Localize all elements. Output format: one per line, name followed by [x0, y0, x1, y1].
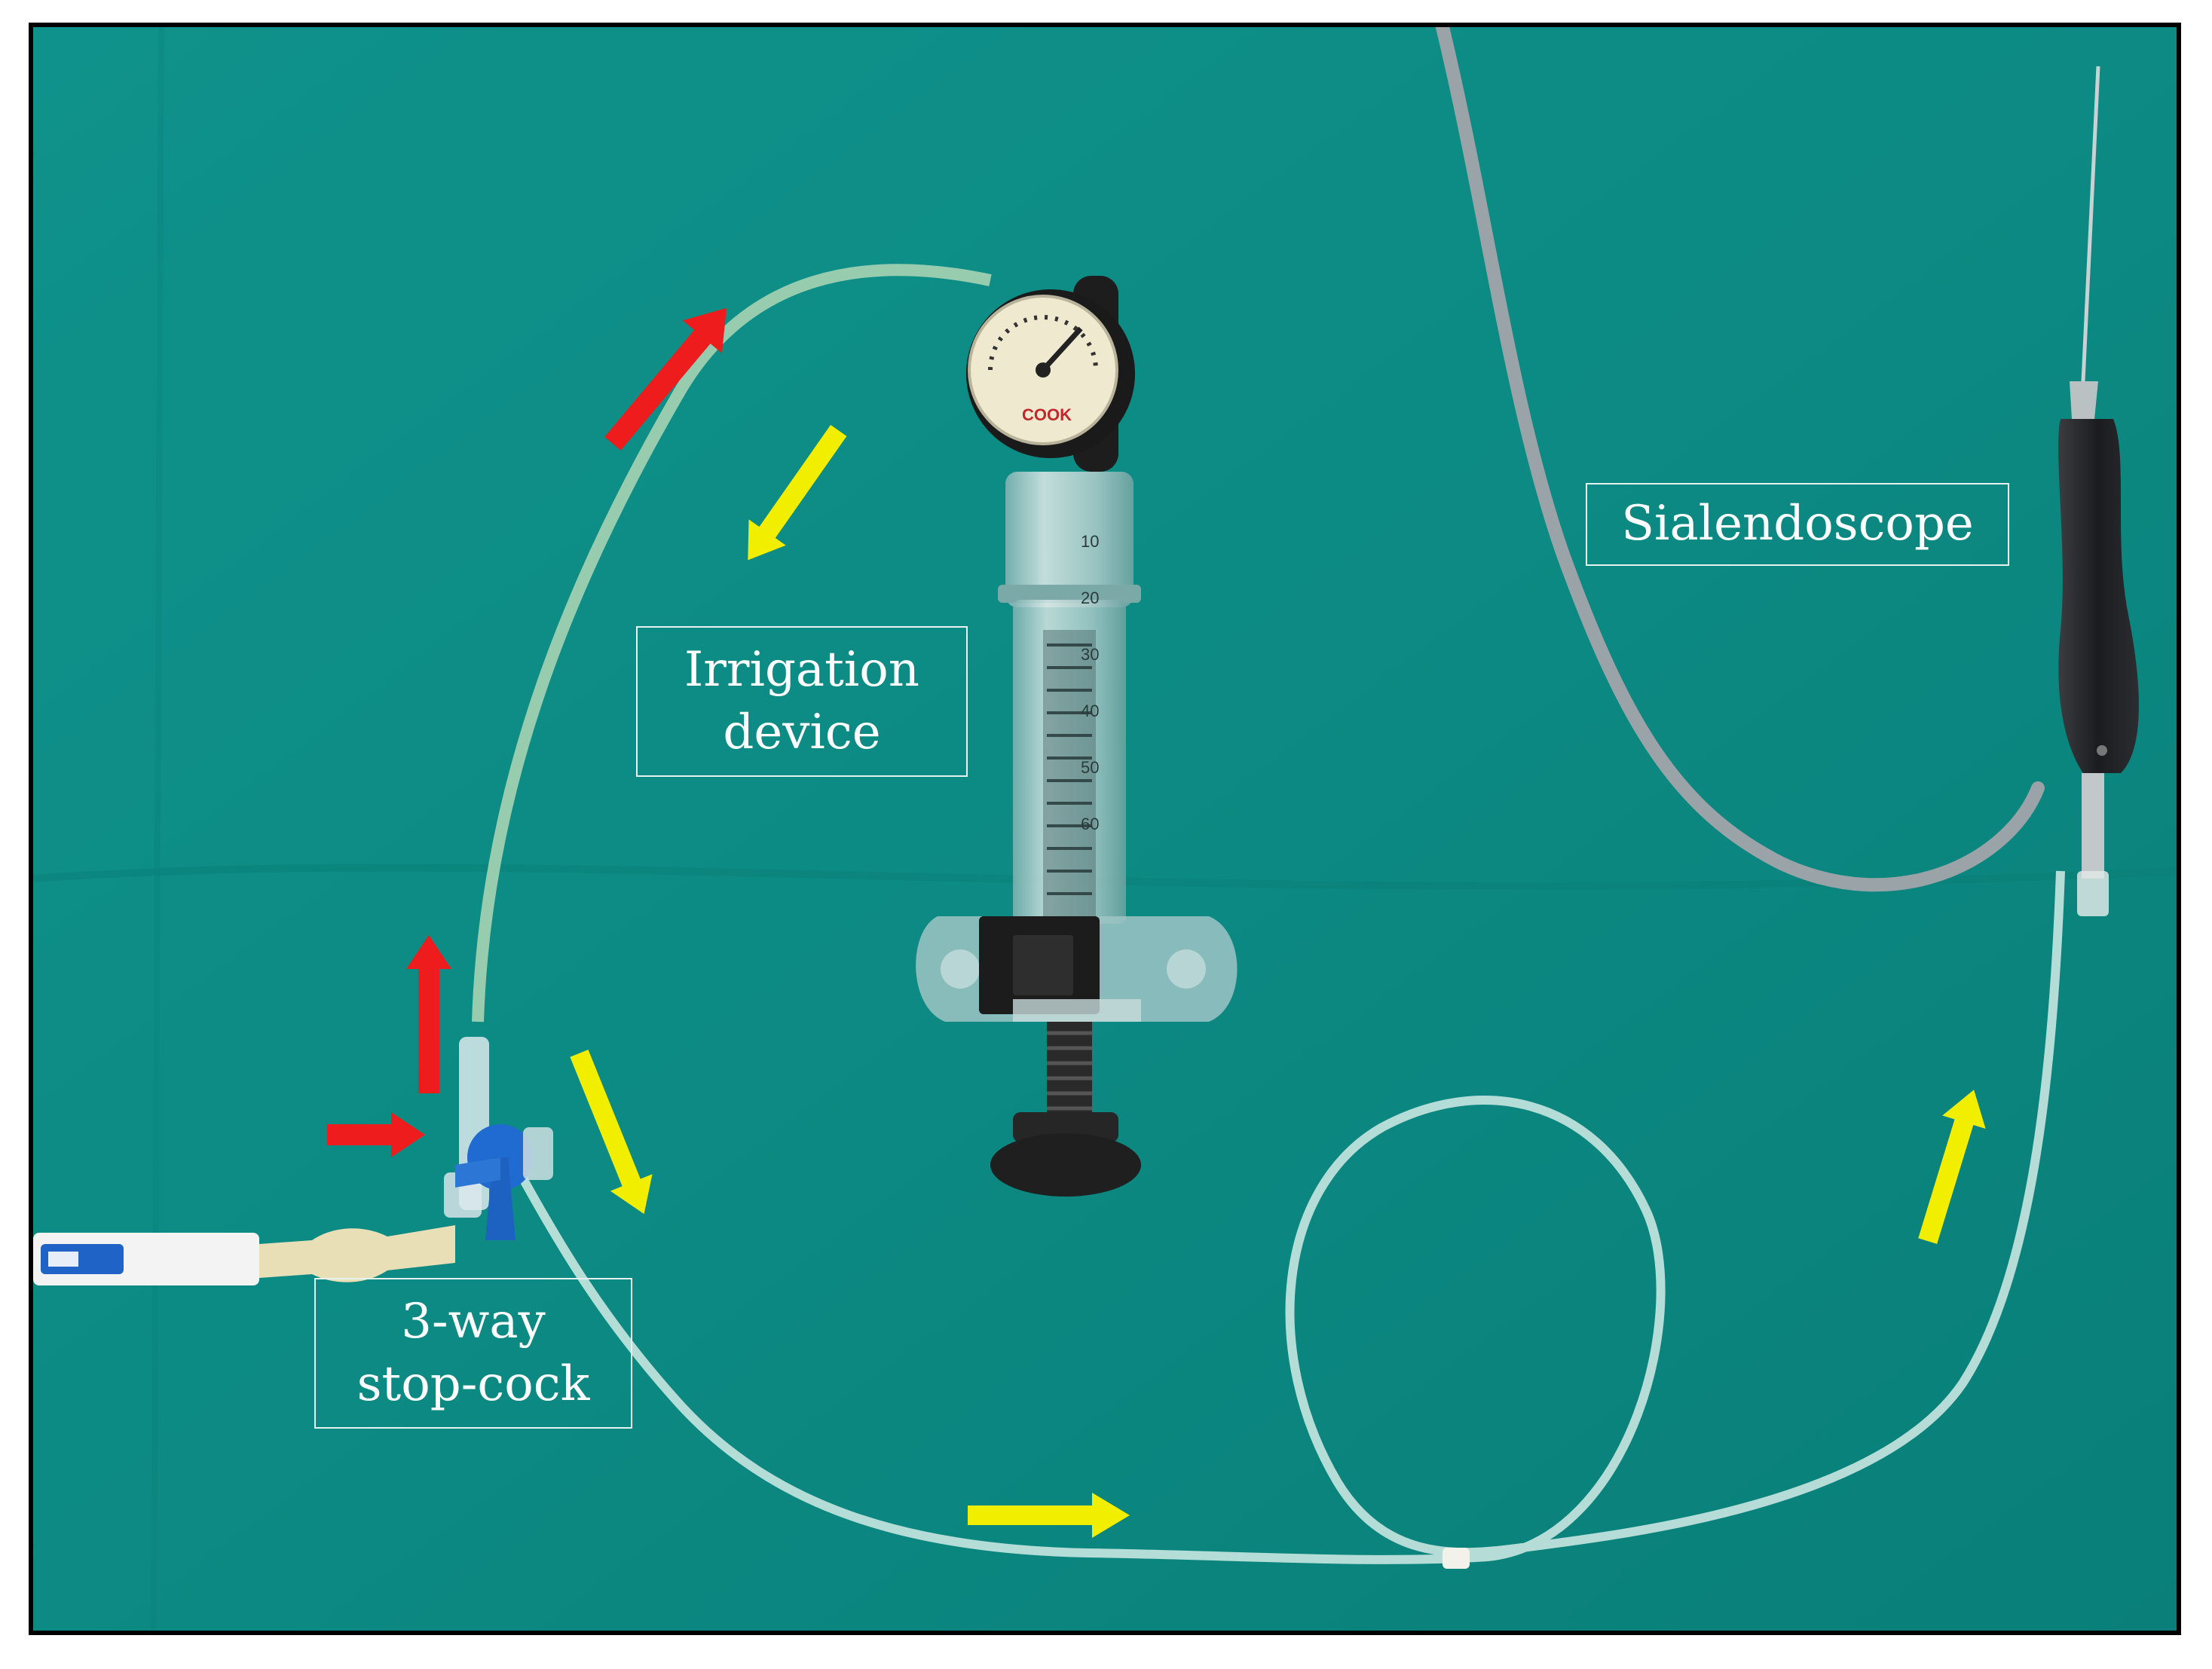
- sialendoscope-label: Sialendoscope: [1586, 483, 2009, 566]
- stopcock-label-line1: 3-way: [401, 1293, 546, 1350]
- drape-fold: [33, 864, 2177, 890]
- syringe-scale-40: 40: [1081, 702, 1099, 720]
- red-arrow: [604, 307, 727, 451]
- sialendoscope-label-text: Sialendoscope: [1621, 496, 1974, 552]
- sialendoscope: [2058, 66, 2139, 916]
- tubing-clip: [1443, 1548, 1470, 1569]
- photo-frame: 10 20 30 40 50 60: [29, 23, 2181, 1635]
- irrigation-device-label: Irrigation device: [636, 626, 968, 777]
- red-arrow: [327, 1112, 425, 1157]
- irrigation-label-line2: device: [723, 705, 881, 760]
- stopcock-label-line2: stop-cock: [356, 1356, 590, 1412]
- drape-fold: [151, 27, 164, 1631]
- yellow-arrow: [1918, 1090, 1986, 1244]
- syringe-scale-60: 60: [1081, 815, 1099, 833]
- red-arrow: [406, 935, 451, 1093]
- syringe-scale-20: 20: [1081, 588, 1099, 607]
- yellow-arrow: [748, 424, 847, 561]
- pressure-gauge: COOK: [966, 276, 1135, 472]
- extension-tubing: [511, 870, 2065, 1564]
- sialendoscope-cable: [1436, 27, 2045, 892]
- gauge-brand: COOK: [1022, 405, 1072, 424]
- irrigation-syringe: 10 20 30 40 50 60: [916, 472, 1238, 1197]
- irrigation-tubing: [472, 264, 992, 1022]
- stopcock-assembly: [33, 1037, 553, 1285]
- yellow-arrow: [968, 1493, 1130, 1538]
- yellow-arrow: [570, 1050, 653, 1215]
- irrigation-setup-photo: 10 20 30 40 50 60: [33, 27, 2177, 1631]
- syringe-scale-50: 50: [1081, 758, 1099, 777]
- stopcock-label: 3-way stop-cock: [314, 1278, 632, 1429]
- syringe-scale-10: 10: [1081, 532, 1099, 551]
- syringe-scale-30: 30: [1081, 645, 1099, 664]
- irrigation-label-line1: Irrigation: [684, 641, 919, 698]
